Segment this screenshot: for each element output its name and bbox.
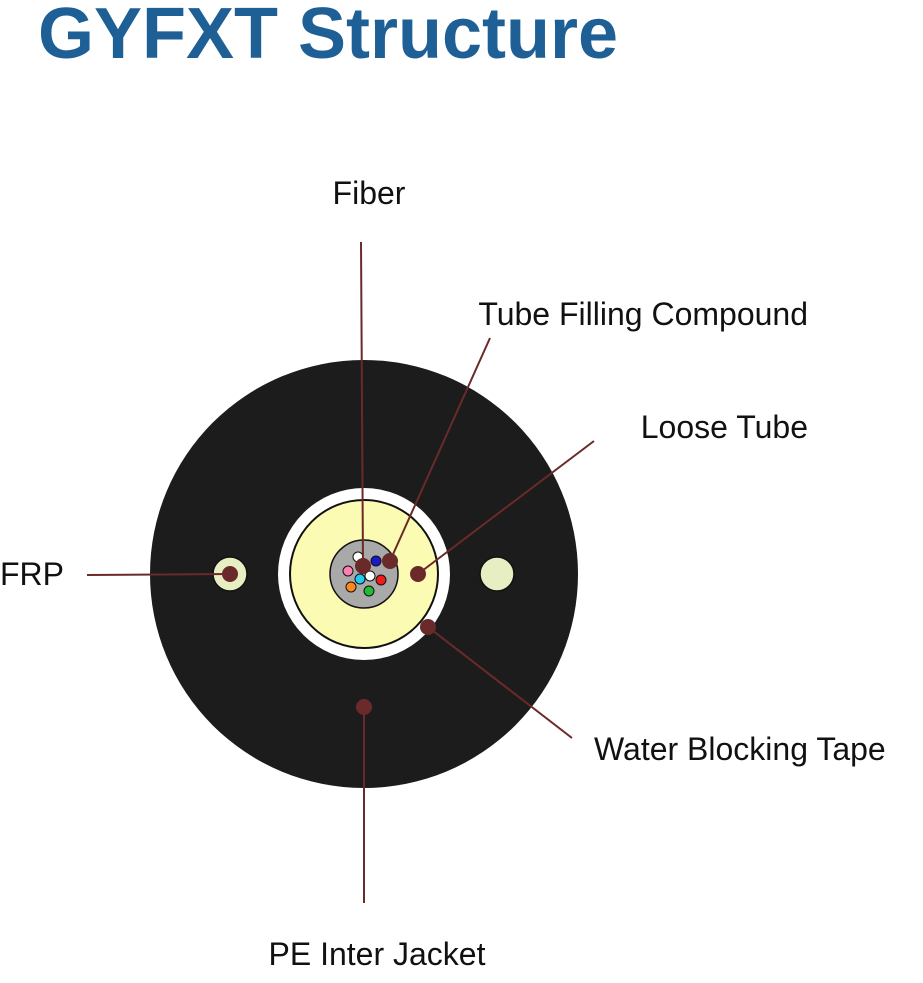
leader-dot [420, 619, 436, 635]
leader-dot [222, 566, 238, 582]
fiber-strand [354, 573, 366, 585]
label-loose-tube: Loose Tube [641, 409, 808, 445]
fiber-strand [342, 565, 354, 577]
fiber-strand [370, 555, 382, 567]
fiber-strand [363, 585, 375, 597]
leader-dot [382, 553, 398, 569]
label-water-blocking-tape: Water Blocking Tape [594, 731, 886, 767]
leader-frp [86, 566, 238, 582]
leader-fiber [355, 241, 371, 574]
leader-loose-tube [410, 440, 595, 582]
leader-line [86, 573, 231, 576]
label-frp: FRP [0, 556, 64, 592]
tube-filling-compound [329, 539, 399, 609]
label-fiber: Fiber [333, 175, 406, 211]
leader-water-blocking-tape [420, 619, 573, 739]
leader-line [417, 440, 595, 575]
leader-dot [355, 558, 371, 574]
fiber-strand [364, 570, 376, 582]
label-tube-filling-compound: Tube Filling Compound [478, 296, 808, 332]
frp-right [479, 556, 515, 592]
leader-pe-jacket [356, 699, 372, 903]
leader-tube-filling-compound [382, 337, 491, 569]
fiber-strand [375, 574, 387, 586]
label-pe-jacket: PE Inter Jacket [269, 936, 486, 972]
leader-line [389, 337, 491, 562]
leader-dot [356, 699, 372, 715]
leader-line [360, 241, 364, 567]
page-title: GYFXT Structure [38, 0, 619, 74]
leader-dot [410, 566, 426, 582]
fiber-strand [345, 581, 357, 593]
leader-line [427, 626, 573, 739]
